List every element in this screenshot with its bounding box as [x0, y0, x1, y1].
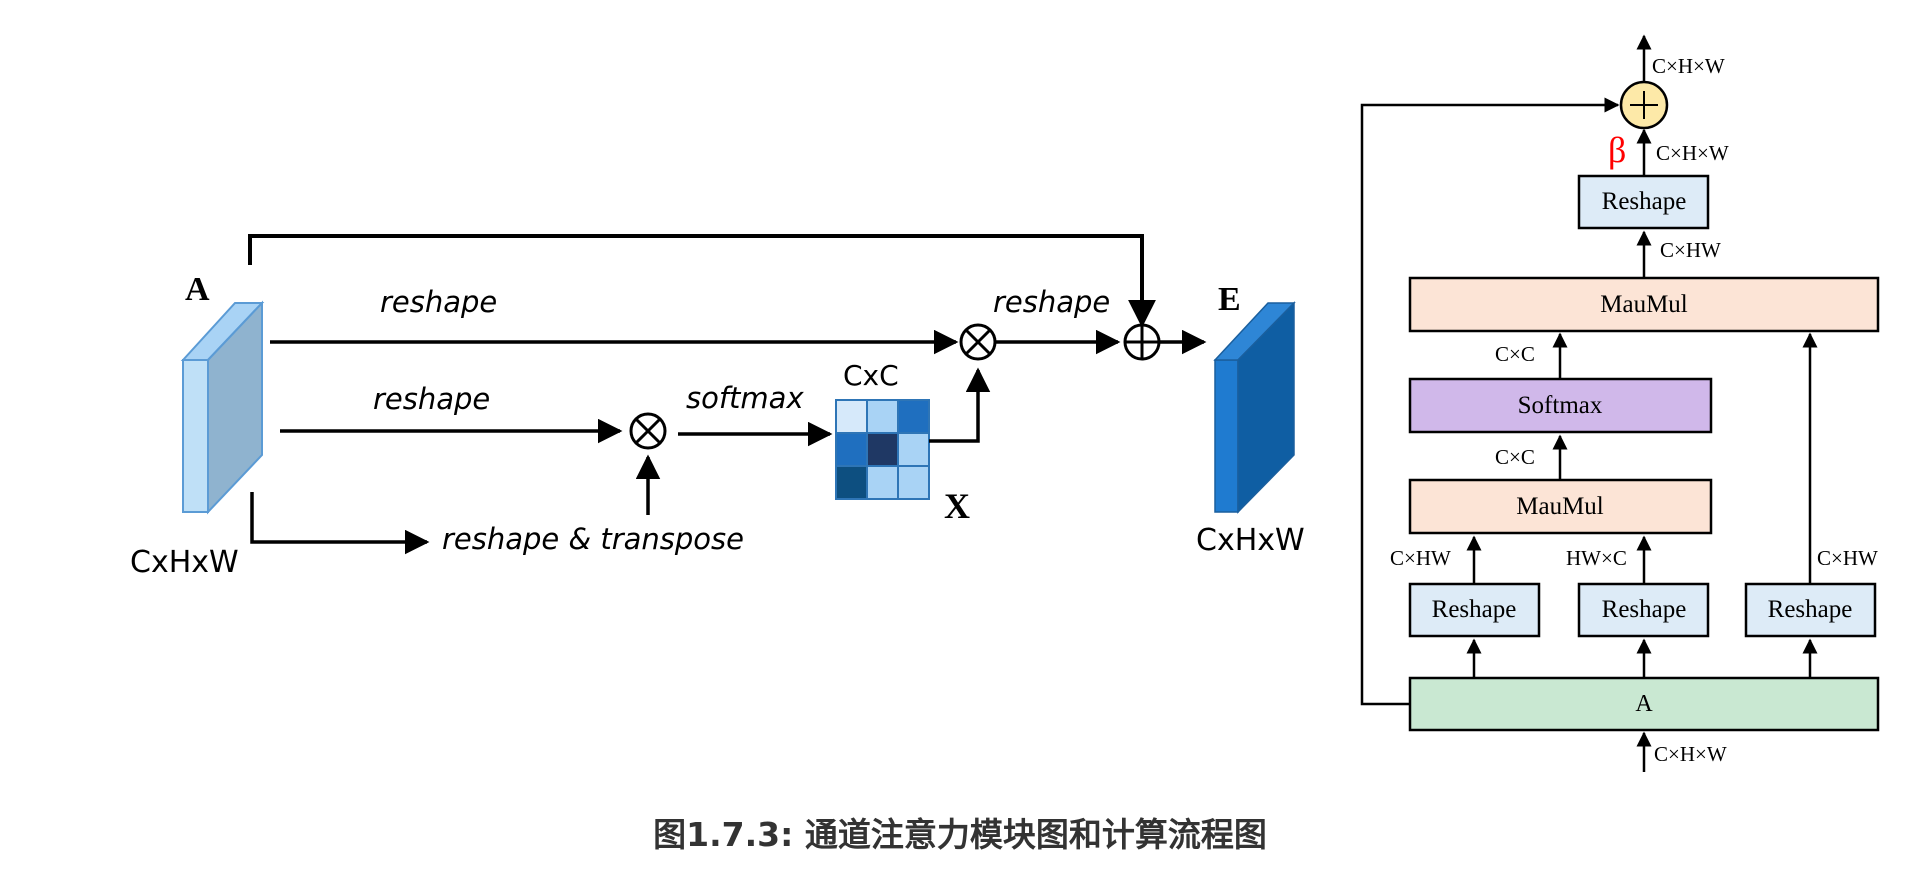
flow-reshape-label-2: Reshape [1602, 596, 1687, 623]
flow-dim-input: C×H×W [1654, 742, 1727, 766]
add-symbol [1123, 323, 1161, 361]
matrix-to-multiply-arrow [929, 367, 991, 443]
flow-matmul-label-2: MauMul [1600, 291, 1688, 318]
matrix-label: X [944, 486, 970, 526]
flow-skip-connection [1360, 97, 1620, 706]
output-letter: E [1218, 281, 1241, 318]
output-block-e [1213, 301, 1296, 514]
flow-reshape-out-box [1577, 174, 1710, 230]
flow-adder-symbol [1619, 80, 1669, 130]
flow-reshape-out-label: Reshape [1602, 188, 1687, 215]
input-letter: A [185, 271, 210, 308]
flow-reshape-box-1 [1408, 582, 1541, 638]
left-diagram: A CxHxW reshape reshape reshape & transp… [130, 234, 1305, 580]
input-block-a [180, 300, 265, 515]
flow-softmax-box [1408, 377, 1713, 434]
flow-input-box [1408, 676, 1880, 732]
flow-softmax-label: Softmax [1518, 392, 1603, 419]
flow-dim-chw: C×HW [1660, 238, 1721, 262]
flow-reshape-label-1: Reshape [1432, 596, 1517, 623]
flow-matmul-label-1: MauMul [1516, 493, 1604, 520]
skip-connection-arrow [248, 234, 1156, 328]
right-flowchart: A C×H×W Reshape Reshape Reshape C×HW HW×… [1360, 34, 1880, 772]
input-dims-label: CxHxW [130, 545, 239, 580]
flow-dim-r3: C×HW [1817, 546, 1878, 570]
flow-reshape-box-2 [1577, 582, 1710, 638]
reshape-top-label: reshape [380, 285, 497, 319]
reshape-after-label: reshape [993, 285, 1110, 319]
flow-dim-out: C×H×W [1652, 54, 1725, 78]
output-dims-label: CxHxW [1196, 523, 1305, 558]
flow-dim-cc2: C×C [1495, 342, 1535, 366]
reshape-mid-label: reshape [373, 382, 490, 416]
flow-dim-r1: C×HW [1390, 546, 1451, 570]
flow-beta-label: β [1608, 130, 1626, 170]
reshape-transpose-arrow [250, 492, 430, 555]
reshape-transpose-label: reshape & transpose [442, 522, 744, 556]
figure-caption: 图1.7.3: 通道注意力模块图和计算流程图 [653, 815, 1267, 854]
flow-dim-beta: C×H×W [1656, 141, 1729, 165]
flow-input-label: A [1635, 691, 1653, 717]
flow-dim-r2: HW×C [1566, 546, 1627, 570]
flow-reshape-label-3: Reshape [1768, 596, 1853, 623]
matrix-dims-label: CxC [843, 359, 899, 392]
matmul-symbol-2 [959, 323, 997, 361]
matmul-symbol-1 [629, 412, 667, 450]
softmax-label: softmax [686, 381, 804, 415]
attention-matrix-x [835, 399, 930, 500]
flow-matmul-box-1 [1408, 478, 1713, 535]
flow-dim-cc1: C×C [1495, 445, 1535, 469]
